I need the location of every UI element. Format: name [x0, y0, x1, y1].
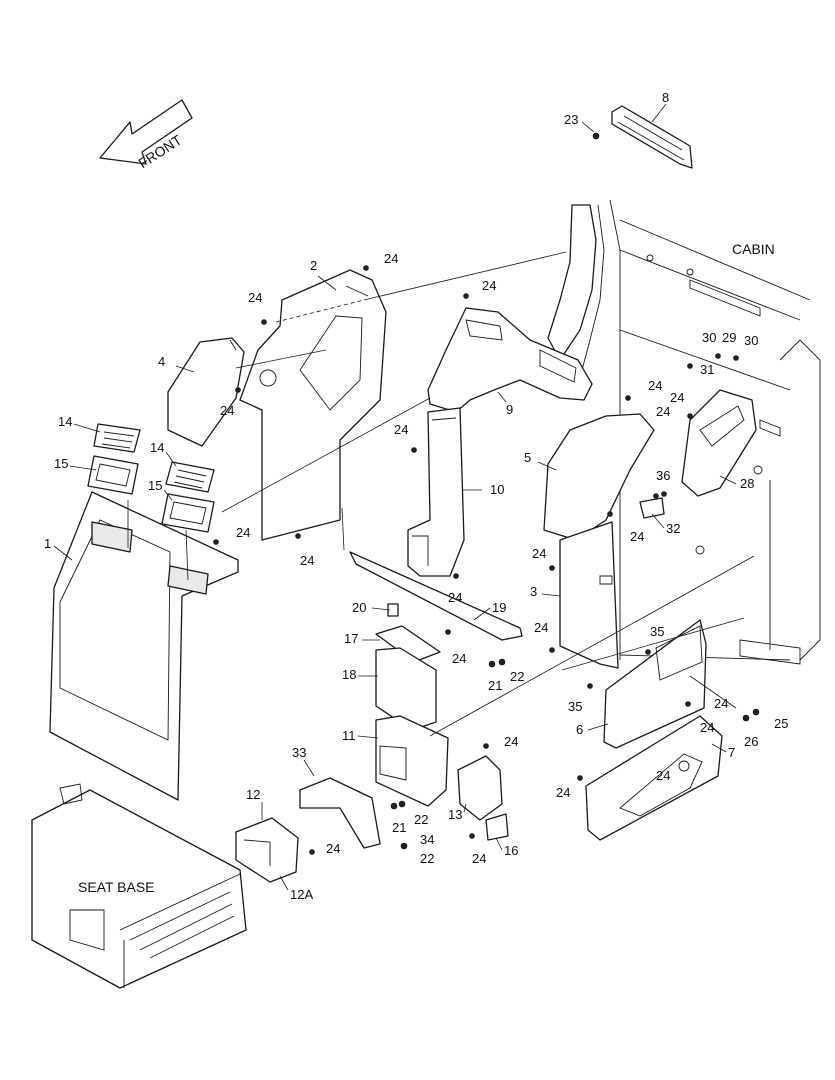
part-1-panel [49, 491, 239, 801]
screws [213, 265, 760, 855]
callout-30: 30 [702, 330, 716, 345]
vent-grille-14a [93, 423, 141, 453]
seat-base-label: SEAT BASE [78, 879, 155, 895]
callout-31: 31 [700, 362, 714, 377]
callout-23: 23 [564, 112, 578, 127]
callout-13: 13 [448, 807, 462, 822]
callout-24: 24 [482, 278, 496, 293]
callout-24: 24 [472, 851, 486, 866]
callout-24: 24 [656, 404, 670, 419]
callout-12A: 12A [290, 887, 313, 902]
callout-24: 24 [534, 620, 548, 635]
callout-24: 24 [648, 378, 662, 393]
part-16-bracket [485, 813, 509, 841]
callout-29: 29 [722, 330, 736, 345]
vent-ring-15b [161, 493, 215, 533]
callout-24: 24 [384, 251, 398, 266]
callout-24: 24 [714, 696, 728, 711]
part-11-housing [375, 715, 449, 807]
callout-24: 24 [220, 403, 234, 418]
part-13-cover [457, 755, 503, 821]
callout-35: 35 [568, 699, 582, 714]
part-5-duct [543, 413, 655, 541]
front-arrow: FRONT [99, 99, 193, 171]
callout-22: 22 [420, 851, 434, 866]
part-3-plate [559, 521, 619, 669]
callout-15: 15 [54, 456, 68, 471]
callout-24: 24 [300, 553, 314, 568]
callout-33: 33 [292, 745, 306, 760]
callout-26: 26 [744, 734, 758, 749]
callout-24: 24 [448, 590, 462, 605]
callout-4: 4 [158, 354, 165, 369]
callout-15: 15 [148, 478, 162, 493]
callout-11: 11 [342, 728, 356, 743]
callout-25: 25 [774, 716, 788, 731]
vent-ring-15a [87, 455, 139, 495]
cabin-frame [547, 199, 821, 665]
callout-28: 28 [740, 476, 754, 491]
callout-36: 36 [656, 468, 670, 483]
callout-5: 5 [524, 450, 531, 465]
callout-24: 24 [556, 785, 570, 800]
part-18-block [375, 647, 437, 731]
screw-23 [592, 132, 600, 140]
callout-24: 24 [326, 841, 340, 856]
part-6-panel [603, 619, 707, 749]
vent-grille-14b [165, 461, 215, 493]
callout-24: 24 [532, 546, 546, 561]
callout-24: 24 [394, 422, 408, 437]
part-7-plate [585, 715, 723, 841]
callout-24: 24 [452, 651, 466, 666]
callout-20: 20 [352, 600, 366, 615]
part-2-panel [239, 269, 387, 541]
callout-1: 1 [44, 536, 51, 551]
callout-21: 21 [392, 820, 406, 835]
callout-19: 19 [492, 600, 506, 615]
part-19-bracket [349, 551, 523, 641]
callout-24: 24 [236, 525, 250, 540]
callout-14: 14 [150, 440, 164, 455]
callout-30: 30 [744, 333, 758, 348]
callout-9: 9 [506, 402, 513, 417]
seat-base [31, 783, 247, 989]
callout-12: 12 [246, 787, 260, 802]
callout-18: 18 [342, 667, 356, 682]
part-4-cover [167, 337, 245, 447]
cabin-label: CABIN [732, 241, 775, 257]
callout-32: 32 [666, 521, 680, 536]
callout-24: 24 [630, 529, 644, 544]
part-12-connector [235, 817, 299, 883]
part-28-bracket [681, 389, 757, 497]
callout-10: 10 [490, 482, 504, 497]
callout-34: 34 [420, 832, 434, 847]
callout-24: 24 [700, 720, 714, 735]
callout-6: 6 [576, 722, 583, 737]
part-20-knob [387, 603, 399, 617]
callout-2: 2 [310, 258, 317, 273]
callout-7: 7 [728, 745, 735, 760]
part-9-duct [427, 307, 593, 413]
callout-21: 21 [488, 678, 502, 693]
callout-3: 3 [530, 584, 537, 599]
callout-17: 17 [344, 631, 358, 646]
callout-24: 24 [504, 734, 518, 749]
part-33-bracket [299, 777, 381, 849]
callout-24: 24 [656, 768, 670, 783]
callout-22: 22 [510, 669, 524, 684]
callout-24: 24 [248, 290, 262, 305]
callout-22: 22 [414, 812, 428, 827]
callout-24: 24 [670, 390, 684, 405]
part-10-duct [407, 407, 465, 577]
part-8-plate [611, 105, 693, 169]
callout-35: 35 [650, 624, 664, 639]
callout-8: 8 [662, 90, 669, 105]
callout-16: 16 [504, 843, 518, 858]
callout-14: 14 [58, 414, 72, 429]
part-32-clip [639, 497, 665, 519]
